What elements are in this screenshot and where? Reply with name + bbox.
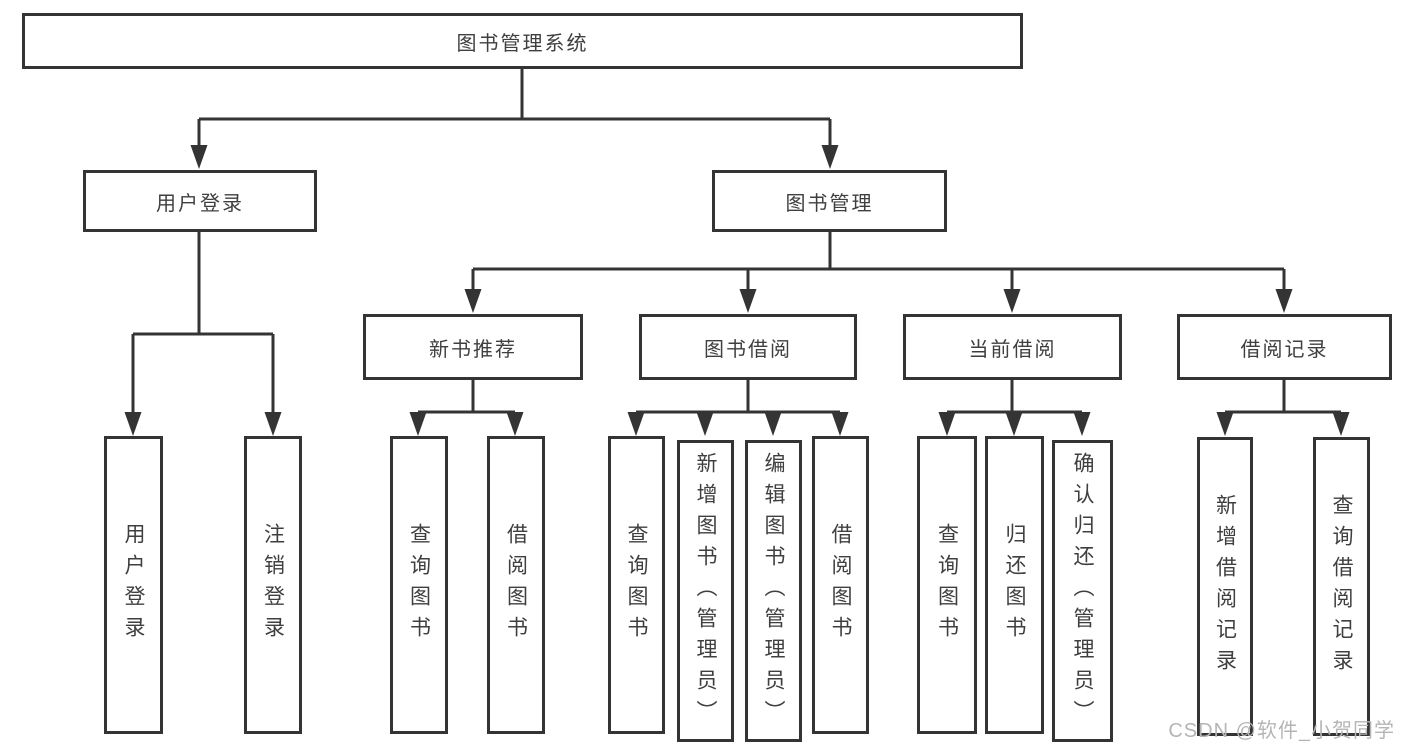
node-label: 借阅图书 bbox=[504, 523, 528, 647]
arrowheads bbox=[124, 145, 1350, 436]
node-borrowing-records: 借阅记录 bbox=[1177, 314, 1392, 380]
node-logout: 注销登录 bbox=[244, 436, 302, 734]
node-label: 归还图书 bbox=[1003, 523, 1026, 647]
node-return-book: 归还图书 bbox=[985, 436, 1044, 734]
node-confirm-return-admin: 确认归还（管理员） bbox=[1052, 440, 1113, 742]
node-label: 注销登录 bbox=[261, 523, 285, 647]
node-label: 借阅图书 bbox=[829, 523, 852, 647]
node-user-login: 用户登录 bbox=[104, 436, 163, 734]
node-edit-book-admin: 编辑图书（管理员） bbox=[745, 440, 802, 742]
node-book-borrowing: 图书借阅 bbox=[639, 314, 857, 380]
node-query-borrow-record: 查询借阅记录 bbox=[1313, 437, 1370, 736]
node-label: 编辑图书（管理员） bbox=[762, 451, 785, 731]
node-label: 查询图书 bbox=[935, 523, 959, 647]
node-query-books-borrowing: 查询图书 bbox=[608, 436, 665, 734]
node-add-borrow-record: 新增借阅记录 bbox=[1197, 437, 1253, 736]
node-label: 查询图书 bbox=[407, 523, 431, 647]
csdn-watermark: CSDN @软件_小贺同学 bbox=[1168, 720, 1395, 742]
node-label: 确认归还（管理员） bbox=[1071, 451, 1094, 731]
node-current-borrowing: 当前借阅 bbox=[903, 314, 1122, 380]
node-label: 用户登录 bbox=[122, 523, 145, 647]
node-user-login-branch: 用户登录 bbox=[83, 170, 317, 232]
node-query-books-recommend: 查询图书 bbox=[390, 436, 448, 734]
node-label: 查询借阅记录 bbox=[1330, 493, 1353, 680]
node-label: 新增图书（管理员） bbox=[694, 451, 717, 731]
node-borrow-books: 借阅图书 bbox=[812, 436, 869, 734]
node-label: 查询图书 bbox=[625, 523, 648, 647]
node-book-management: 图书管理 bbox=[712, 170, 947, 232]
node-label: 新增借阅记录 bbox=[1213, 493, 1237, 680]
node-borrow-books-recommend: 借阅图书 bbox=[487, 436, 545, 734]
node-library-system: 图书管理系统 bbox=[22, 13, 1023, 69]
node-new-book-recommend: 新书推荐 bbox=[363, 314, 583, 380]
node-query-books-current: 查询图书 bbox=[917, 436, 977, 734]
node-add-book-admin: 新增图书（管理员） bbox=[677, 440, 734, 742]
